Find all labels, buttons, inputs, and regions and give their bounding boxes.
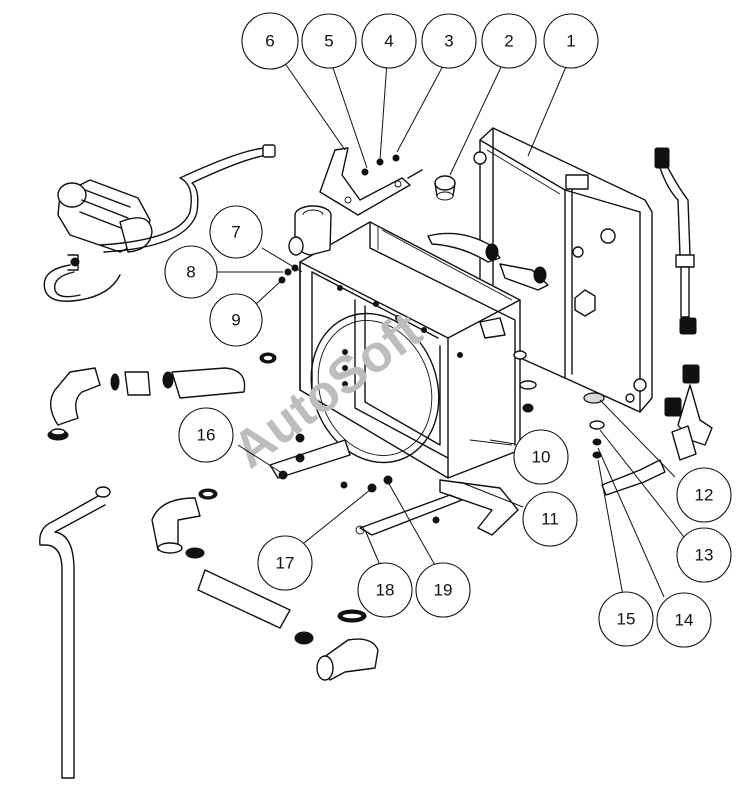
support-bracket: [319, 147, 423, 216]
callout-5: 5: [301, 13, 357, 69]
callout-10: 10: [513, 429, 569, 485]
upper-hose-run: [47, 352, 277, 441]
drain-parts: [519, 380, 697, 496]
callout-16: 16: [178, 407, 234, 463]
callout-4-label: 4: [384, 32, 393, 51]
callout-3: 3: [421, 13, 477, 69]
callout-13-label: 13: [695, 546, 714, 565]
callout-19-label: 19: [434, 581, 453, 600]
callout-8: 8: [164, 245, 218, 299]
callout-11: 11: [522, 491, 578, 547]
callout-2-label: 2: [504, 32, 513, 51]
callout-1: 1: [543, 13, 599, 69]
callout-7-label: 7: [231, 223, 240, 242]
callout-10-label: 10: [532, 448, 551, 467]
callout-13: 13: [676, 527, 732, 583]
radiator-side-hoses: [427, 232, 549, 360]
lower-bracket: [355, 479, 519, 536]
callout-6-label: 6: [265, 32, 274, 51]
callout-15-label: 15: [617, 610, 636, 629]
heater-hose-upper: [99, 144, 276, 253]
right-hose: [654, 147, 713, 446]
callout-19: 19: [415, 562, 471, 618]
leader-lines: [216, 61, 685, 602]
callout-2: 2: [481, 13, 537, 69]
callout-15: 15: [598, 591, 654, 647]
callout-8-label: 8: [186, 263, 195, 282]
callout-5-label: 5: [324, 32, 333, 51]
lower-hose-run: [151, 488, 379, 681]
callout-12-label: 12: [695, 486, 714, 505]
callout-14-label: 14: [675, 611, 694, 630]
callout-4: 4: [361, 13, 417, 69]
callout-16-label: 16: [197, 426, 216, 445]
callout-7: 7: [209, 205, 263, 259]
shroud-base-bolts: [269, 433, 440, 524]
callout-12: 12: [676, 467, 732, 523]
filler-neck: [288, 205, 332, 256]
long-coolant-pipe: [39, 486, 111, 779]
callout-9: 9: [209, 293, 263, 347]
top-tank-cap: [434, 175, 456, 201]
callout-14: 14: [656, 592, 712, 648]
fan-shroud: [299, 221, 521, 479]
heater-hose-lower: [43, 264, 121, 302]
callout-18: 18: [357, 562, 413, 618]
heater-unit: [57, 179, 153, 271]
callout-6: 6: [241, 12, 299, 70]
callout-11-label: 11: [541, 510, 559, 529]
callout-17: 17: [257, 535, 313, 591]
callout-18-label: 18: [376, 581, 395, 600]
callout-3-label: 3: [444, 32, 453, 51]
callout-17-label: 17: [276, 554, 295, 573]
radiator-core: [473, 127, 653, 413]
fan-ring: [310, 312, 440, 464]
callout-9-label: 9: [231, 311, 240, 330]
callout-1-label: 1: [566, 32, 575, 51]
